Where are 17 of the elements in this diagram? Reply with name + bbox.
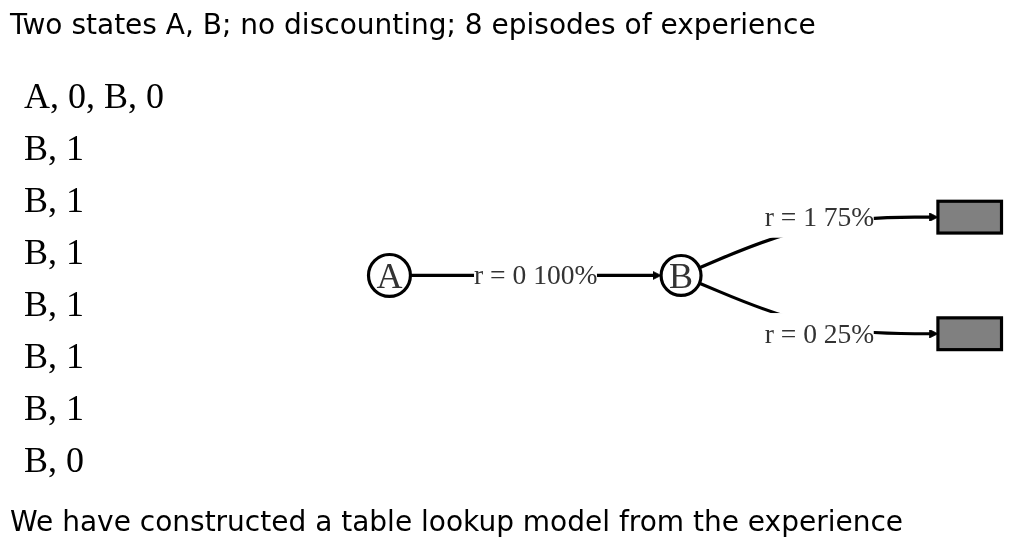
episode-text: B, 1 — [24, 179, 85, 222]
episode-text: A, 0, B, 0 — [24, 75, 164, 118]
edge-label: r = 0 25% — [764, 317, 875, 349]
node-circle: B — [659, 253, 703, 297]
node-circle: A — [366, 252, 412, 298]
episode-text: B, 1 — [24, 387, 85, 430]
episode-text: B, 1 — [24, 231, 85, 274]
edge-label: r = 0 100% — [474, 259, 598, 291]
node-box — [936, 199, 1004, 235]
episode-text: B, 1 — [24, 283, 85, 326]
title: Two states A, B; no discounting; 8 episodes of experience — [10, 8, 816, 41]
caption: We have constructed a table lookup model from the experience — [10, 505, 904, 538]
episode-text: B, 0 — [24, 439, 85, 482]
episode-text: B, 1 — [24, 127, 85, 170]
episode-text: B, 1 — [24, 335, 85, 378]
node-box — [936, 315, 1004, 351]
edge-label: r = 1 75% — [764, 201, 875, 233]
